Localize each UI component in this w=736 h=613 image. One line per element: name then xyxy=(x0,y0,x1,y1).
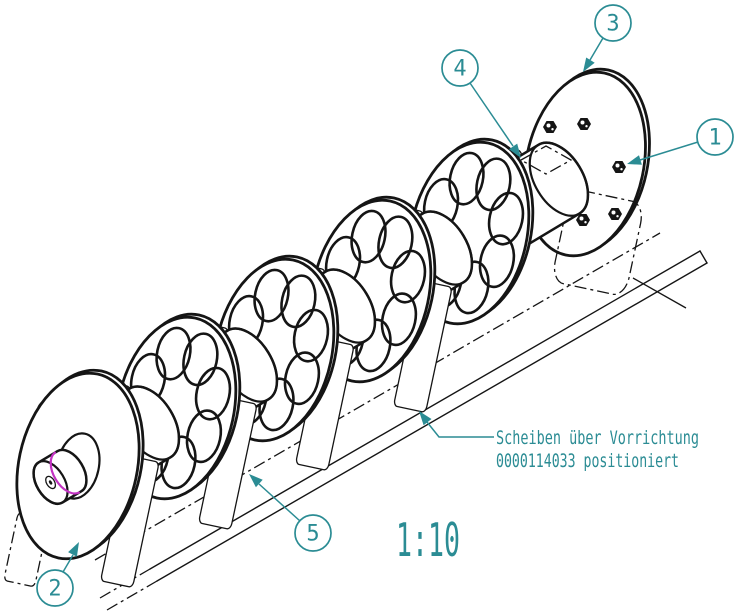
disc-hole xyxy=(183,407,226,465)
scale-label: 1:10 xyxy=(396,513,460,567)
note-line-2: 0000114033 positioniert xyxy=(496,450,679,472)
stub-end-face xyxy=(27,455,75,509)
disc-hole xyxy=(387,248,430,306)
leader-arrowhead xyxy=(627,155,642,165)
annotations: 1 2 3 4 5 Scheibe xyxy=(36,4,734,607)
disc-hole xyxy=(476,232,519,290)
callout-3: 3 xyxy=(583,4,632,72)
end-disc-left xyxy=(1,359,160,571)
disc-hole xyxy=(277,272,320,330)
disc-hole xyxy=(179,330,222,388)
disc-hole xyxy=(378,290,421,348)
note-leader-line xyxy=(426,421,494,438)
leader-arrowhead xyxy=(419,411,432,426)
shaft-stub xyxy=(27,444,94,510)
square-axle-phantom xyxy=(519,145,573,175)
disc-hole xyxy=(250,267,293,325)
rail-end-face-edge xyxy=(632,277,687,309)
leader-arrowhead xyxy=(583,57,595,72)
leader-line xyxy=(589,37,604,61)
balloon-number: 1 xyxy=(708,126,721,151)
disc-hole xyxy=(290,307,333,365)
balloon-number: 3 xyxy=(606,12,619,37)
balloon-number: 4 xyxy=(453,57,466,82)
disc-hole xyxy=(374,213,417,271)
callout-1: 1 xyxy=(627,118,734,165)
callout-2: 2 xyxy=(36,542,79,607)
magenta-marking xyxy=(44,452,80,499)
callout-5: 5 xyxy=(249,474,332,552)
callout-4: 4 xyxy=(441,49,521,158)
leader-arrowhead xyxy=(249,474,263,488)
balloon-circle xyxy=(294,514,332,552)
leader-arrowhead xyxy=(509,143,521,158)
center-point xyxy=(48,480,53,485)
rail-back-edge xyxy=(94,232,661,561)
leader-line xyxy=(639,141,699,161)
bracket-right-end-phantom xyxy=(551,188,645,297)
balloon-circle xyxy=(696,118,734,156)
rail-bottom-edge xyxy=(156,262,708,582)
disc-hole xyxy=(281,349,324,407)
disc-hole xyxy=(347,208,390,266)
center-bore xyxy=(44,475,58,491)
rail-right-end-edge xyxy=(699,250,708,264)
balloon-circle xyxy=(36,569,74,607)
note-line-1: Scheiben über Vorrichtung xyxy=(496,427,699,449)
leader-line xyxy=(258,483,301,522)
balloon-number: 2 xyxy=(48,577,61,602)
disc-hole xyxy=(192,365,235,423)
disc-hole xyxy=(445,150,488,208)
tube-end-junction xyxy=(518,133,600,226)
leader-line xyxy=(469,82,514,147)
leader-line xyxy=(62,554,74,573)
bracket-outline xyxy=(551,188,645,297)
rail-bottom-edge-hidden xyxy=(106,580,158,611)
balloon-circle xyxy=(594,4,632,42)
balloon-circle xyxy=(441,49,479,87)
disc-hole xyxy=(485,190,528,248)
balloon-number: 5 xyxy=(306,522,319,547)
disc-hole xyxy=(472,155,515,213)
leader-arrowhead xyxy=(68,542,79,557)
disc-hole xyxy=(152,325,195,383)
note-callout: Scheiben über Vorrichtung 0000114033 pos… xyxy=(419,411,699,472)
